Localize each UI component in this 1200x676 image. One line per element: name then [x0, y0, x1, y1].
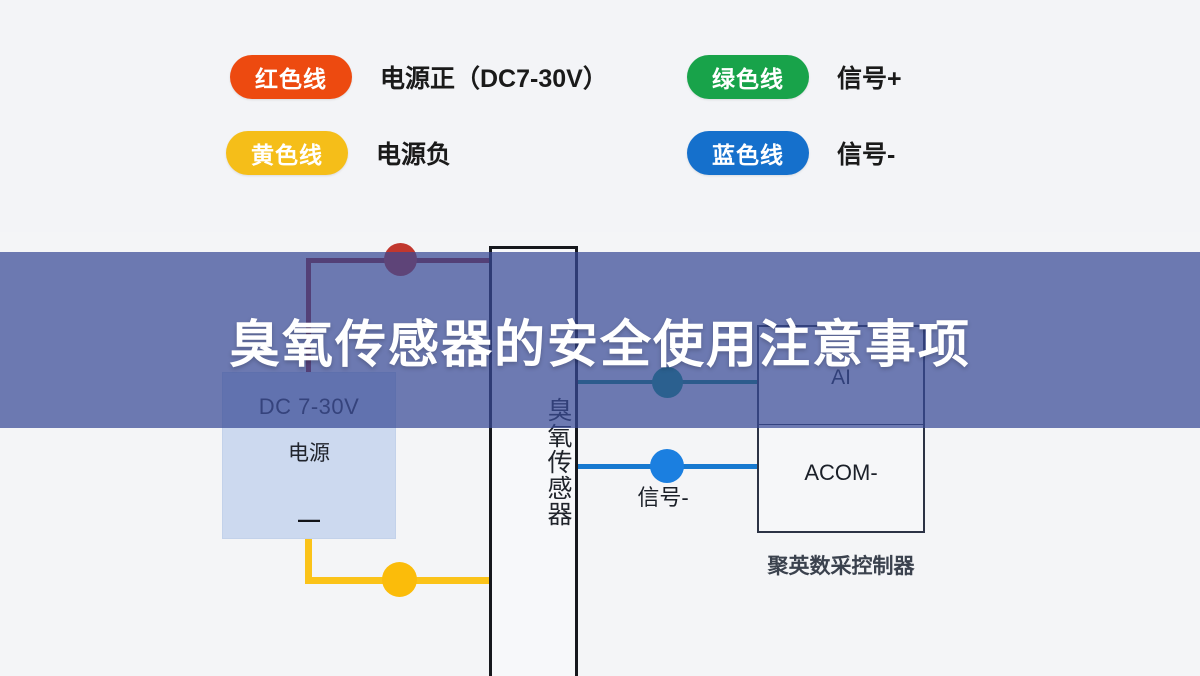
- controller-caption: 聚英数采控制器: [767, 555, 915, 578]
- legend-item-red-wire: 红色线 电源正（DC7-30V）: [230, 55, 608, 99]
- yellow-wire-segment-vertical: [305, 535, 312, 582]
- legend-pill-red-wire: 红色线: [230, 55, 352, 99]
- legend-pill-yellow-wire: 黄色线: [226, 131, 348, 175]
- signal-minus-wire-label: 信号-: [637, 485, 689, 510]
- legend-item-green-wire: 绿色线 信号+: [687, 55, 902, 99]
- legend-description-green-wire: 信号+: [837, 65, 902, 93]
- title-banner: 臭氧传感器的安全使用注意事项: [0, 252, 1200, 428]
- yellow-wire-junction-dot: [382, 562, 417, 597]
- power-supply-negative-terminal-label: —: [298, 507, 320, 532]
- power-supply-name-label: 电源: [288, 442, 330, 465]
- legend-description-yellow-wire: 电源负: [376, 141, 452, 169]
- legend-description-blue-wire: 信号-: [837, 141, 896, 169]
- legend-item-yellow-wire: 黄色线 电源负: [226, 131, 451, 175]
- wire-color-legend: 红色线 电源正（DC7-30V） 绿色线 信号+ 黄色线 电源负 蓝色线 信号-: [0, 0, 1200, 232]
- controller-terminal-acom-label: ACOM-: [804, 460, 878, 485]
- legend-item-blue-wire: 蓝色线 信号-: [687, 131, 895, 175]
- legend-pill-blue-wire: 蓝色线: [687, 131, 809, 175]
- page-title: 臭氧传感器的安全使用注意事项: [228, 316, 971, 373]
- blue-wire-junction-dot: [650, 449, 684, 483]
- legend-pill-green-wire: 绿色线: [687, 55, 809, 99]
- legend-description-red-wire: 电源正（DC7-30V）: [380, 65, 608, 93]
